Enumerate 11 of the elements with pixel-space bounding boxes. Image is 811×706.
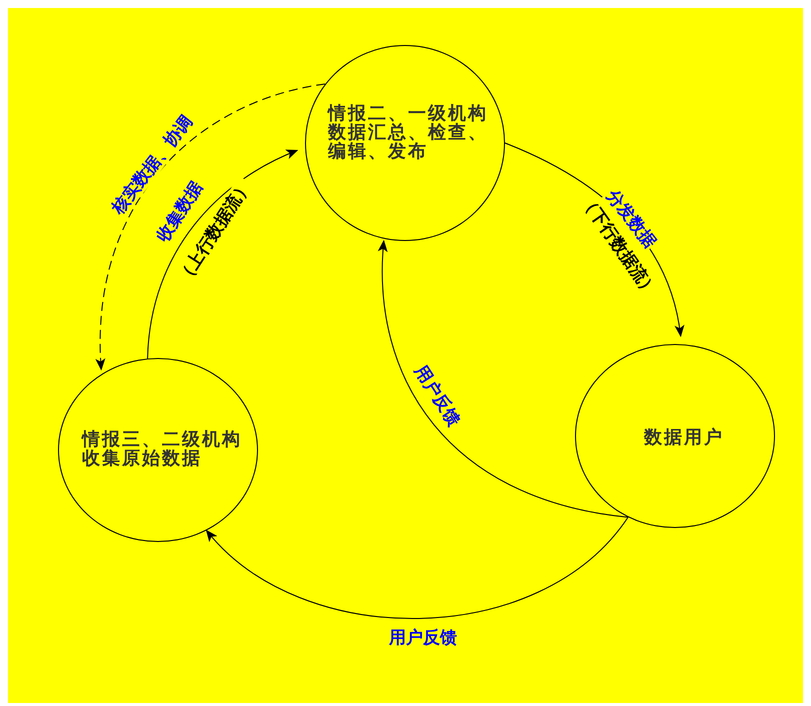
edge-label: 用户反馈 xyxy=(388,628,458,648)
stage-circle xyxy=(575,344,775,528)
arrow xyxy=(378,240,629,518)
arrow xyxy=(147,150,298,359)
dashed-arrow xyxy=(96,84,326,371)
circle-text: 数据用户 xyxy=(642,428,725,447)
stage-circle xyxy=(58,358,258,542)
circle-text: 情报三、二级机构收集原始数据 xyxy=(82,430,243,468)
arrow xyxy=(206,516,629,619)
stage-circle xyxy=(305,45,505,241)
circle-text: 情报二、一级机构数据汇总、检查、编辑、发布 xyxy=(328,104,489,161)
